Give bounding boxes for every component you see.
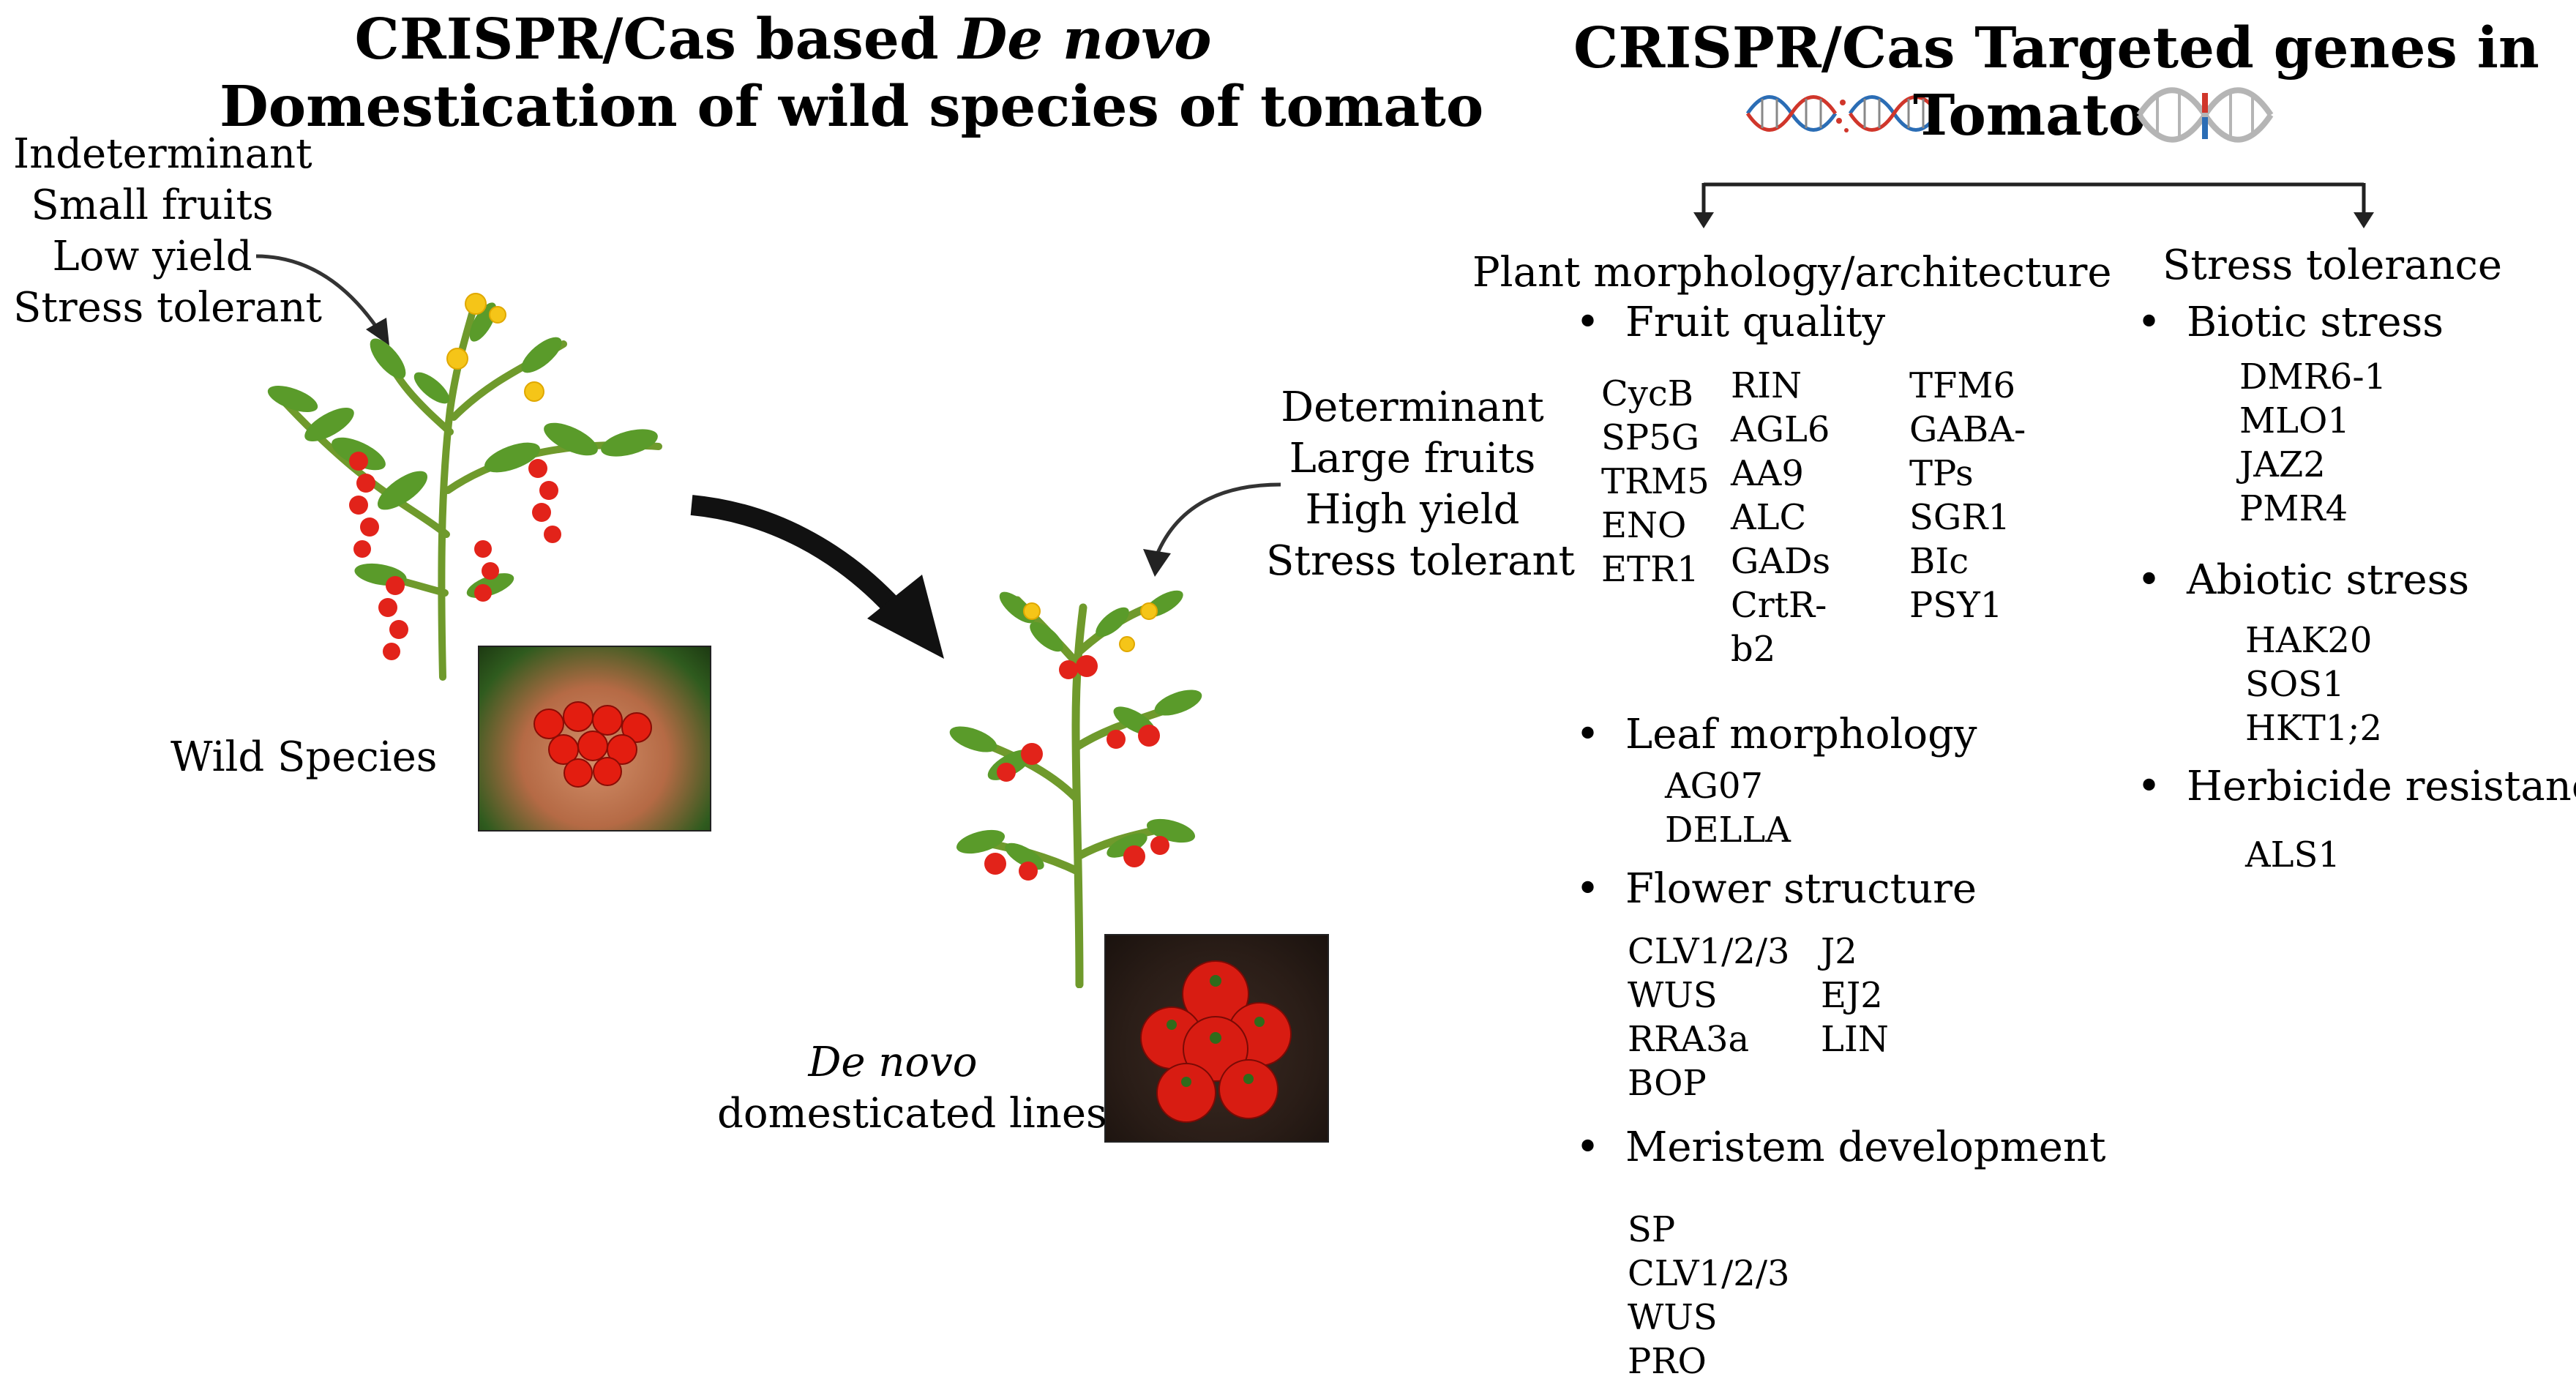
meristem-development-label: Meristem development — [1576, 1122, 2105, 1173]
leaf-morphology-label: Leaf morphology — [1576, 709, 1977, 761]
big-arrow-icon — [690, 495, 944, 659]
abiotic-stress-genes: HAK20 SOS1 HKT1;2 — [2245, 620, 2382, 749]
left-title-line1: CRISPR/Cas based De novo — [354, 7, 1212, 72]
fruit-quality-label: Fruit quality — [1576, 297, 1885, 348]
wild-species-label: Wild Species — [171, 733, 438, 781]
domesticated-label: De novo domesticated lines — [717, 1039, 1107, 1137]
herbicide-resistance-label: Herbicide resistance — [2137, 761, 2576, 812]
herbicide-resistance-genes: ALS1 — [2245, 834, 2340, 875]
branch-connector-arrows — [1693, 182, 2374, 228]
dna-helix-icon-gray — [2136, 87, 2274, 143]
flower-structure-genes-col1: CLV1/2/3 WUS RRA3a BOP — [1628, 931, 1790, 1104]
domesticated-tomato-plant-illustration — [949, 590, 1202, 988]
right-title-line1: CRISPR/Cas Targeted genes in — [1573, 15, 2539, 81]
morphology-heading: Plant morphology/architecture — [1472, 249, 2112, 296]
wild-tomato-plant-illustration — [267, 293, 662, 681]
right-title-line2: Tomato — [1913, 83, 2146, 149]
flower-structure-genes-col2: J2 EJ2 LIN — [1821, 931, 1889, 1060]
domesticated-traits: Determinant Large fruits High yield Stre… — [1266, 384, 1576, 585]
stress-heading: Stress tolerance — [2163, 242, 2503, 289]
meristem-development-genes: SP CLV1/2/3 WUS PRO — [1628, 1209, 1790, 1382]
left-title: CRISPR/Cas based De novo Domestication o… — [220, 6, 1484, 141]
wild-traits: Indeterminant Small fruits Low yield Str… — [13, 130, 323, 332]
abiotic-stress-label: Abiotic stress — [2137, 555, 2469, 606]
domesticated-fruits-photo — [1104, 934, 1329, 1143]
left-title-line2: Domestication of wild species of tomato — [220, 74, 1484, 140]
wild-fruits-photo — [478, 646, 711, 832]
fruit-quality-genes-col2: RIN AGL6 AA9 ALC GADs CrtR- b2 — [1731, 365, 1831, 670]
fruit-quality-genes-col3: TFM6 GABA- TPs SGR1 BIc PSY1 — [1909, 365, 2026, 626]
fruit-quality-genes-col1: CycB SP5G TRM5 ENO ETR1 — [1601, 373, 1710, 590]
biotic-stress-genes: DMR6-1 MLO1 JAZ2 PMR4 — [2239, 356, 2387, 529]
dna-helix-icon — [1745, 95, 1940, 132]
flower-structure-label: Flower structure — [1576, 864, 1977, 915]
biotic-stress-label: Biotic stress — [2137, 297, 2444, 348]
leaf-morphology-genes: AG07 DELLA — [1665, 766, 1791, 851]
curved-arrow-icon — [1143, 482, 1281, 577]
curved-arrow-icon — [255, 254, 389, 345]
